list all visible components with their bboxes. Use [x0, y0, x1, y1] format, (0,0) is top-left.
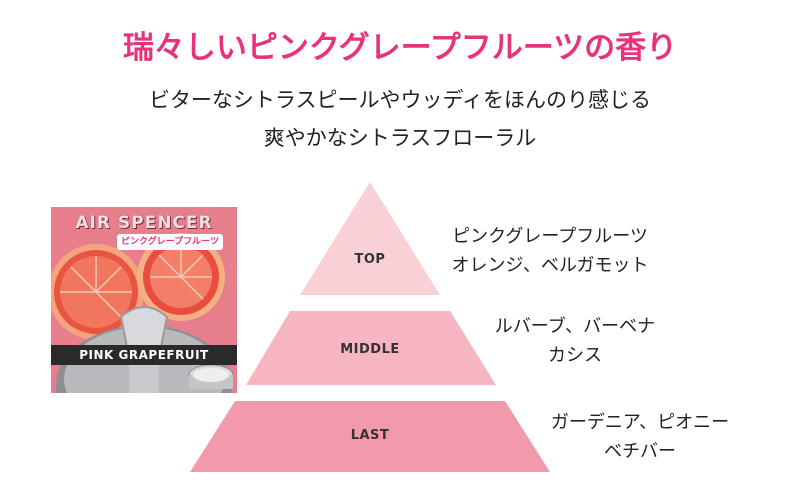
- middle-note-line-1: ルバーブ、バーベナ: [494, 316, 656, 337]
- tier-label-last: LAST: [350, 428, 390, 443]
- product-image: AIR SPENCER ピンクグレープフルーツ PINK GRAPEFRUIT: [51, 207, 237, 393]
- subtitle-line-1: ビターなシトラスピールやウッディをほんのり感じる: [148, 88, 652, 112]
- last-notes: ガーデニア、ピオニー ベチバー: [520, 408, 760, 466]
- top-note-line-2: オレンジ、ベルガモット: [451, 255, 649, 276]
- pyramid-tier-last: [190, 401, 550, 472]
- middle-notes: ルバーブ、バーベナ カシス: [460, 312, 690, 370]
- subtitle-line-2: 爽やかなシトラスフローラル: [263, 126, 537, 150]
- middle-note-line-2: カシス: [548, 345, 602, 366]
- tier-label-top: TOP: [354, 252, 386, 267]
- brand-logo: AIR SPENCER: [75, 213, 213, 233]
- pyramid-tier-middle: [246, 311, 496, 385]
- top-note-line-1: ピンクグレープフルーツ: [452, 226, 648, 247]
- tier-label-middle: MIDDLE: [340, 342, 400, 357]
- pyramid-tier-top: [300, 182, 440, 295]
- top-notes: ピンクグレープフルーツ オレンジ、ベルガモット: [425, 222, 675, 280]
- last-note-line-2: ベチバー: [604, 441, 676, 462]
- last-note-line-1: ガーデニア、ピオニー: [550, 412, 730, 433]
- page-title: 瑞々しいピンクグレープフルーツの香り: [122, 30, 678, 66]
- product-tag: ピンクグレープフルーツ: [117, 234, 223, 250]
- flavor-label: PINK GRAPEFRUIT: [51, 345, 237, 365]
